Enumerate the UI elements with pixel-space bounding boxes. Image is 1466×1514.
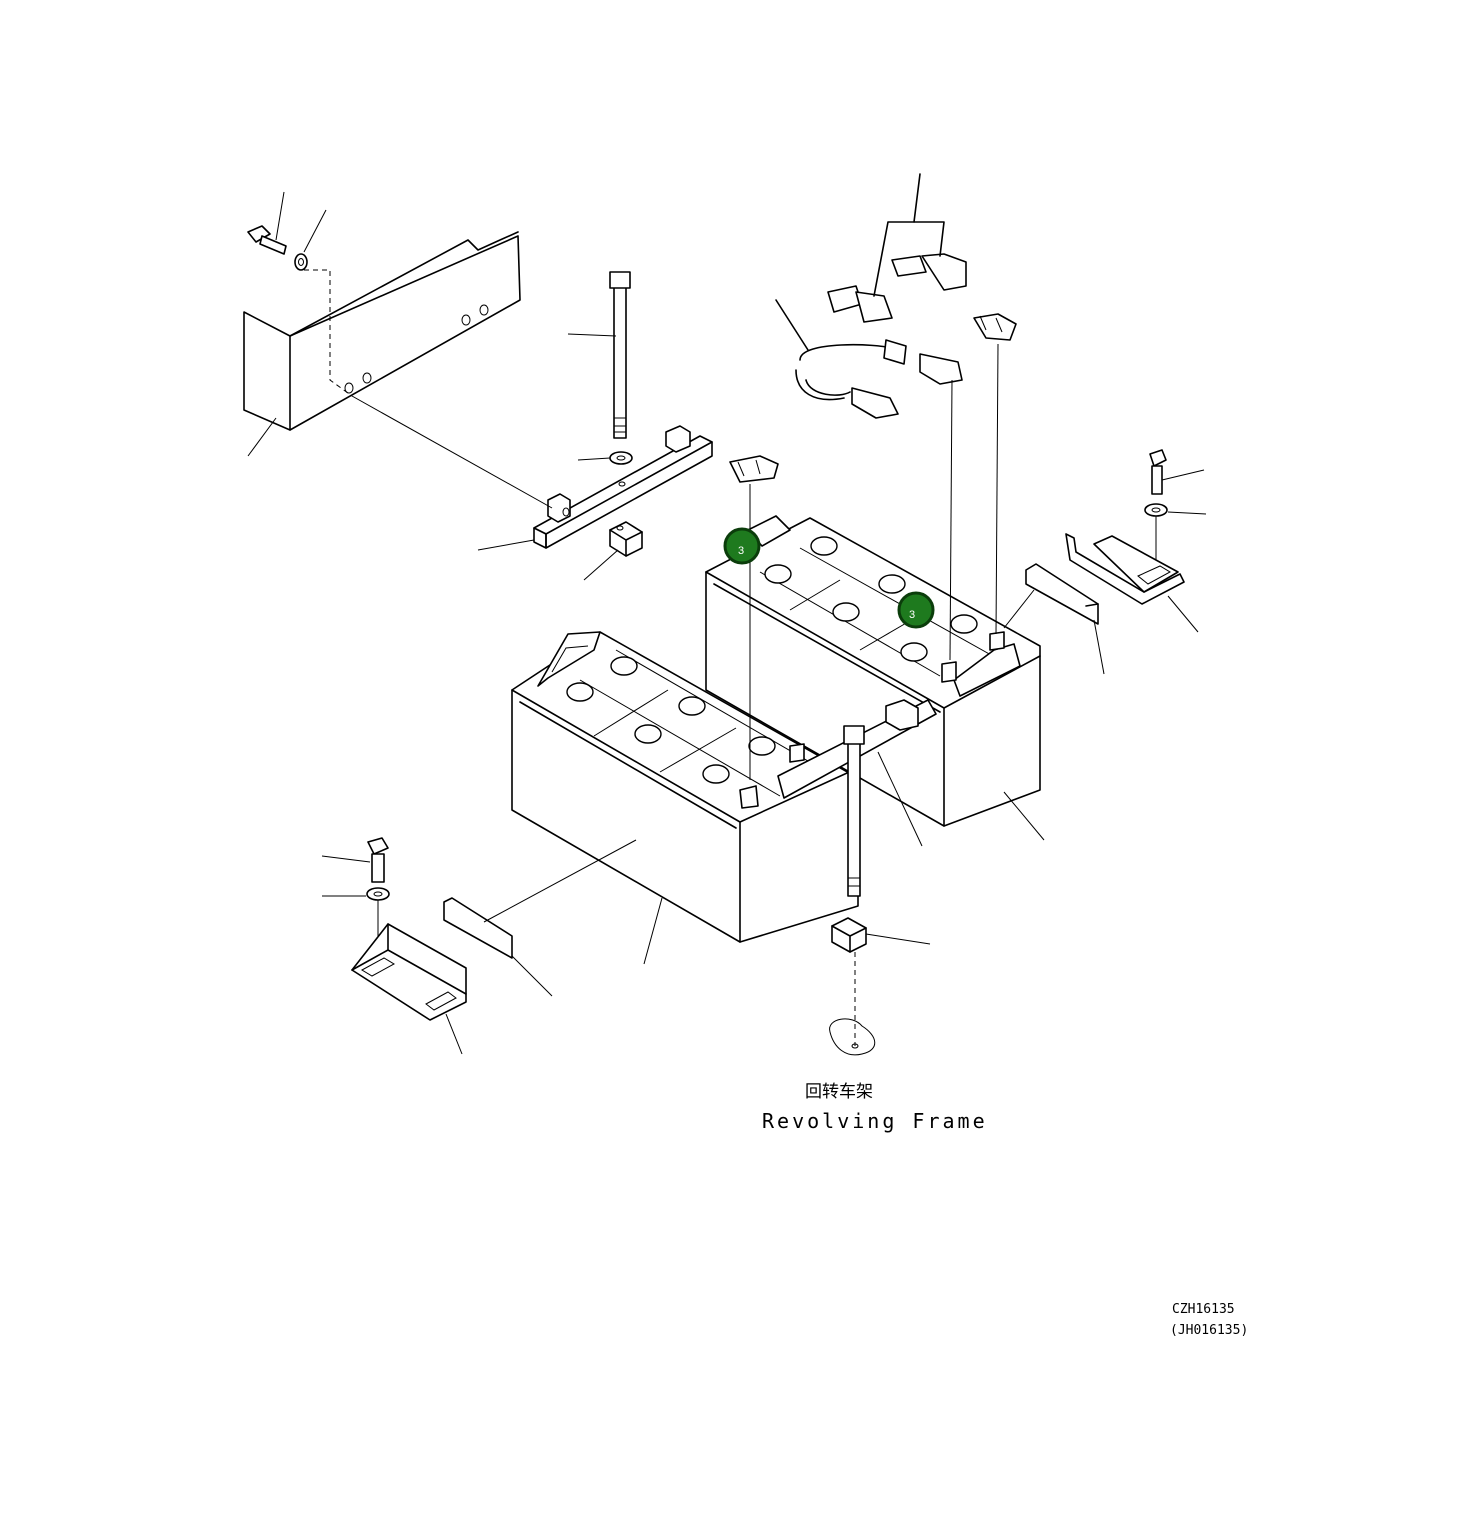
terminal-clamp-right (973, 313, 1017, 341)
left-bolt (367, 837, 389, 883)
right-washer (1144, 503, 1168, 517)
cover-bolt-dashed-path (304, 269, 353, 397)
drawing-code-primary: CZH16135 (1172, 1302, 1235, 1317)
battery-hold-down-bar (533, 425, 713, 549)
leader-terminal-rear-1 (949, 379, 953, 661)
right-bolt (1149, 449, 1167, 495)
terminal-clamp-center (729, 455, 779, 483)
battery-rear (705, 515, 1041, 827)
drawing-code-secondary: (JH016135) (1170, 1323, 1248, 1338)
cover-bolt (247, 225, 287, 255)
hold-down-rod (609, 271, 631, 439)
battery-cover (243, 231, 521, 431)
callout-3-b[interactable]: 3 (897, 591, 935, 629)
revolving-frame-outline (829, 1018, 876, 1056)
leader-lines (247, 191, 1207, 1055)
cover-washer (294, 253, 308, 271)
svg-text:3: 3 (909, 609, 915, 621)
right-pad (1025, 563, 1099, 625)
left-washer (366, 887, 390, 901)
right-bracket (1065, 533, 1185, 605)
frame-label-chinese: 回转车架 (805, 1082, 873, 1102)
left-pad (443, 897, 513, 959)
svg-text:3: 3 (738, 545, 744, 557)
spacer-block (609, 521, 643, 557)
battery-cable (775, 173, 967, 419)
front-hold-down-rod (843, 725, 865, 897)
frame-label-english: Revolving Frame (762, 1109, 988, 1133)
leader-terminal-rear-2 (995, 343, 999, 635)
rod-washer (609, 451, 633, 465)
left-bracket (351, 923, 467, 1021)
callout-3-a[interactable]: 3 (723, 527, 761, 565)
lower-spacer-block (831, 917, 867, 953)
